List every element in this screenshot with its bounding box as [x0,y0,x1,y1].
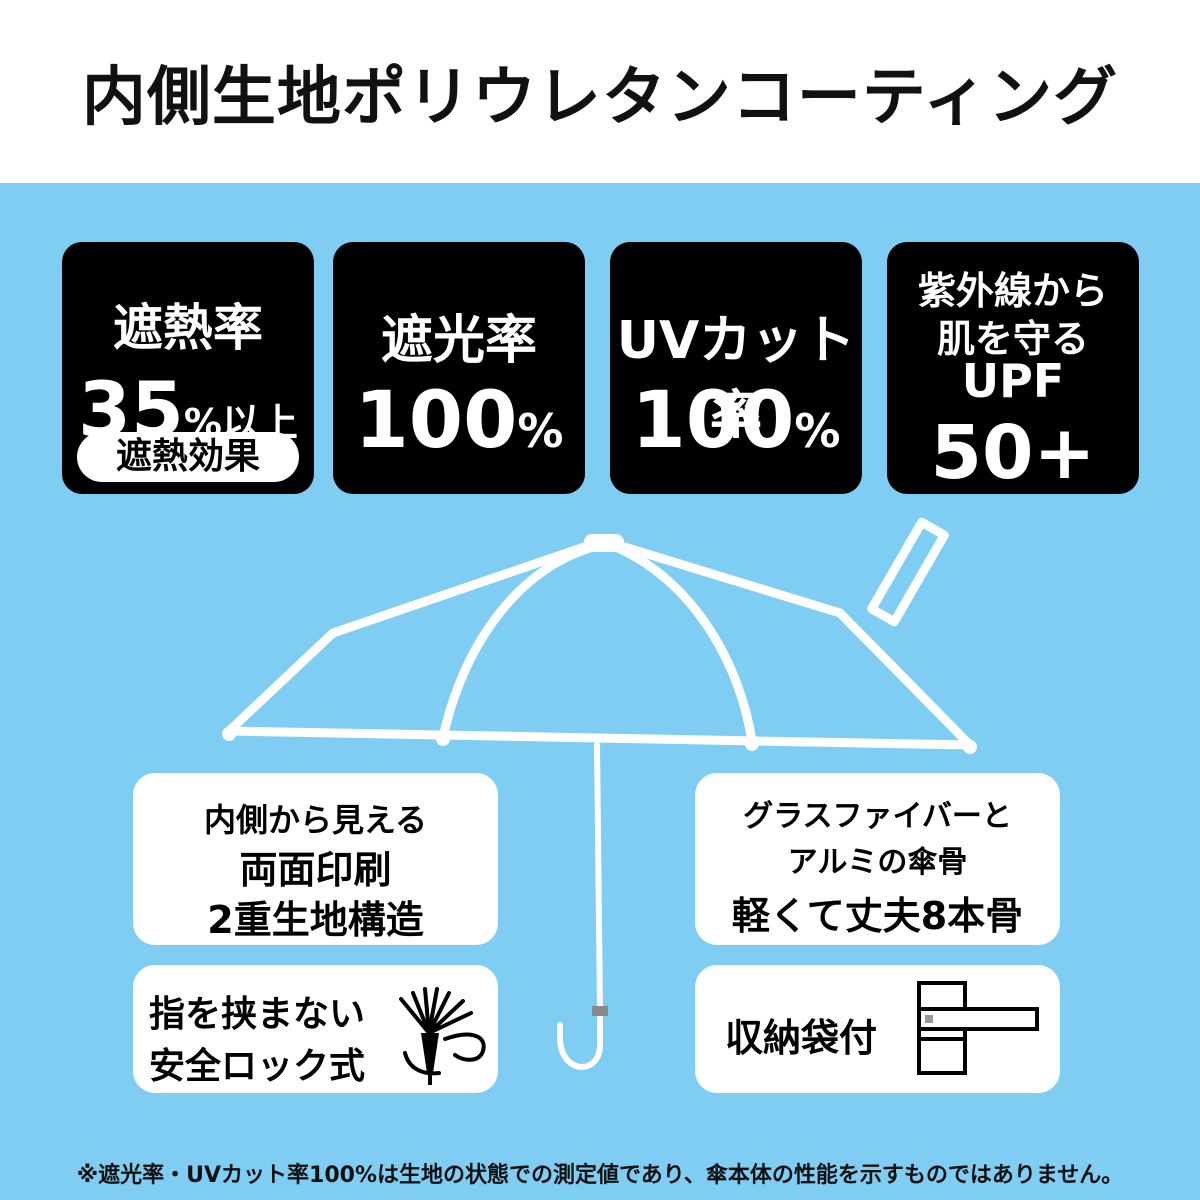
uv-cut-unit: % [794,404,841,458]
header: 内側生地ポリウレタンコーティング [0,0,1200,183]
uv-cut-number: 100 [631,376,795,466]
safety-lock-box: 指を挟まない 安全ロック式 [133,965,498,1093]
double-print-box: 内側から見える 両面印刷 2重生地構造 [133,773,498,945]
upf-line3: UPF [961,354,1065,408]
double-print-line2: 両面印刷 [239,848,392,892]
light-block-card: 遮光率 100% [333,242,585,494]
upf-line4: 50+ [930,410,1096,496]
heat-shield-label: 遮熱率 [113,299,263,357]
double-print-line3: 2重生地構造 [207,898,424,942]
uv-cut-card: UVカット率 100% [610,242,862,494]
heat-effect-badge: 遮熱効果 [77,432,299,482]
frame-line1: グラスファイバーと [743,799,1012,834]
upf-line1: 紫外線から [917,269,1108,313]
heat-shield-card: 遮熱率 35%以上 遮熱効果 [62,242,314,494]
storage-bag-box: 収納袋付 [695,965,1060,1093]
light-block-unit: % [517,404,564,458]
page-title: 内側生地ポリウレタンコーティング [81,60,1119,135]
storage-bag-label: 収納袋付 [725,1016,878,1060]
light-block-number: 100 [354,376,518,466]
safety-lock-line1: 指を挟まない [149,994,366,1035]
light-block-value: 100% [333,382,585,460]
frame-box: グラスファイバーと アルミの傘骨 軽くて丈夫8本骨 [695,773,1060,945]
frame-line2: アルミの傘骨 [787,845,968,880]
light-block-label: 遮光率 [380,311,537,371]
frame-line3: 軽くて丈夫8本骨 [731,894,1024,938]
uv-cut-label: UVカット率 [616,311,856,446]
upf-card: 紫外線から 肌を守る UPF 50+ [887,242,1139,496]
safety-lock-line2: 安全ロック式 [149,1046,366,1087]
footnote: ※遮光率・UVカット率100%は生地の状態での測定値であり、傘本体の性能を示すも… [76,1163,1124,1188]
upf-line2: 肌を守る [936,317,1089,361]
closed-umbrella-icon [399,987,486,1085]
double-print-line1: 内側から見える [203,801,428,839]
storage-bag-icon [917,981,1039,1075]
uv-cut-value: 100% [610,382,862,460]
